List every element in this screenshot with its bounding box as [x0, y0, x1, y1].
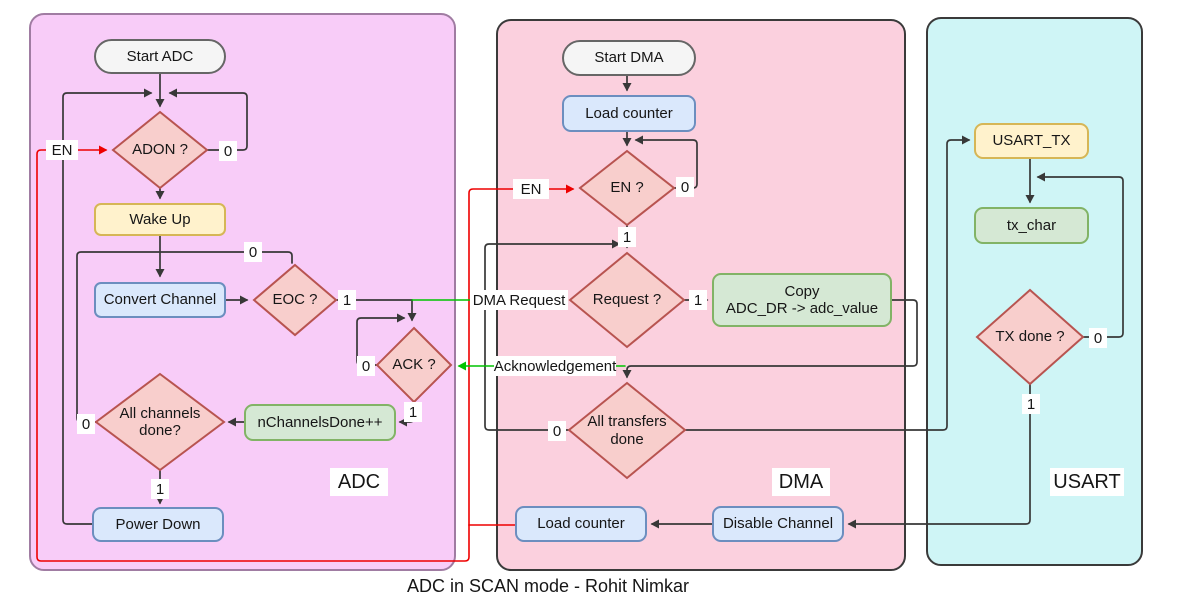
eoc-diamond [252, 263, 338, 337]
all-transfers-label: All transfers done [587, 413, 667, 448]
tx-done-diamond [975, 288, 1085, 386]
request-label: Request ? [592, 291, 662, 309]
ack-1-edge-label: 1 [404, 402, 422, 422]
dma-request-edge-label: DMA Request [470, 290, 568, 310]
all-channels-1-edge-label: 1 [151, 479, 169, 499]
en-label: EN ? [610, 179, 644, 197]
copy-shape [712, 273, 892, 327]
usart-tx-shape [974, 123, 1089, 159]
wake-up-shape [94, 203, 226, 236]
en-1-edge-label: 1 [618, 227, 636, 247]
edge-powerdown-adon [62, 88, 153, 525]
diagram-caption: ADC in SCAN mode - Rohit Nimkar [406, 576, 690, 596]
copy-line2: ADC_DR -> adc_value [725, 300, 879, 317]
tx-done-1-edge-label: 1 [1022, 394, 1040, 414]
tx-char-shape [974, 207, 1089, 244]
nchannelsdone-shape [244, 404, 396, 441]
usart-region-title: USART [1050, 468, 1124, 496]
convert-channel-shape [94, 282, 226, 318]
edge-txdone1-disable [847, 383, 1031, 529]
adc-region-title: ADC [330, 468, 388, 496]
edge-red-en-adc [36, 145, 470, 562]
edge-txdone0-loop [1036, 172, 1124, 338]
convert-channel-label: Convert Channel [103, 291, 217, 309]
usart-tx-label: USART_TX [992, 132, 1071, 150]
eoc-1-edge-label: 1 [338, 290, 356, 310]
edge-en0-loop [634, 135, 698, 189]
edge-alltransfers-usarttx [684, 135, 971, 431]
ack-label: ACK ? [392, 356, 436, 374]
load-counter-bottom-shape [515, 506, 647, 542]
eoc-0-edge-label: 0 [244, 242, 262, 262]
start-dma-shape [562, 40, 696, 76]
start-adc-label: Start ADC [126, 47, 194, 65]
load-counter-bottom-label: Load counter [537, 515, 625, 533]
tx-done-0-edge-label: 0 [1089, 328, 1107, 348]
adon-diamond [111, 110, 209, 190]
power-down-shape [92, 507, 224, 542]
acknowledgement-edge-label: Acknowledgement [493, 356, 617, 376]
dma-region-title: DMA [772, 468, 830, 496]
adon-label: ADON ? [132, 141, 188, 159]
request-diamond [568, 251, 686, 349]
edge-adon0-loop [168, 88, 248, 151]
edge-red-en-dma [468, 184, 575, 526]
load-counter-top-shape [562, 95, 696, 132]
en-diamond [578, 149, 676, 227]
adon-0-edge-label: 0 [219, 141, 237, 161]
all-channels-label: All channels done? [119, 404, 201, 439]
eoc-label: EOC ? [272, 291, 318, 309]
load-counter-top-label: Load counter [585, 104, 673, 122]
power-down-label: Power Down [115, 515, 201, 533]
ack-0-edge-label: 0 [357, 356, 375, 376]
request-1-edge-label: 1 [689, 290, 707, 310]
black-connectors [62, 72, 1124, 529]
copy-line1: Copy [784, 282, 820, 300]
nchannelsdone-label: nChannelsDone++ [257, 413, 383, 431]
edge-copy-alltransfers [622, 299, 918, 379]
wake-up-label: Wake Up [129, 210, 191, 228]
en-dma-edge-label: EN [513, 179, 549, 199]
disable-channel-shape [712, 506, 844, 542]
all-channels-0-edge-label: 0 [77, 414, 95, 434]
en-0-edge-label: 0 [676, 177, 694, 197]
tx-done-label: TX done ? [995, 328, 1065, 346]
edge-alltransfers0-loop [484, 239, 621, 431]
all-transfers-diamond [567, 381, 687, 480]
all-channels-diamond [94, 372, 226, 472]
node-shapes [92, 39, 1089, 542]
red-connectors [36, 145, 575, 562]
en-adc-edge-label: EN [46, 140, 78, 160]
all-transfers-0-edge-label: 0 [548, 421, 566, 441]
start-dma-label: Start DMA [594, 49, 664, 67]
copy-label: Copy ADC_DR -> adc_value [713, 274, 891, 326]
disable-channel-label: Disable Channel [722, 515, 834, 533]
adc-region [29, 13, 456, 571]
start-adc-shape [94, 39, 226, 74]
tx-char-label: tx_char [1006, 216, 1057, 234]
